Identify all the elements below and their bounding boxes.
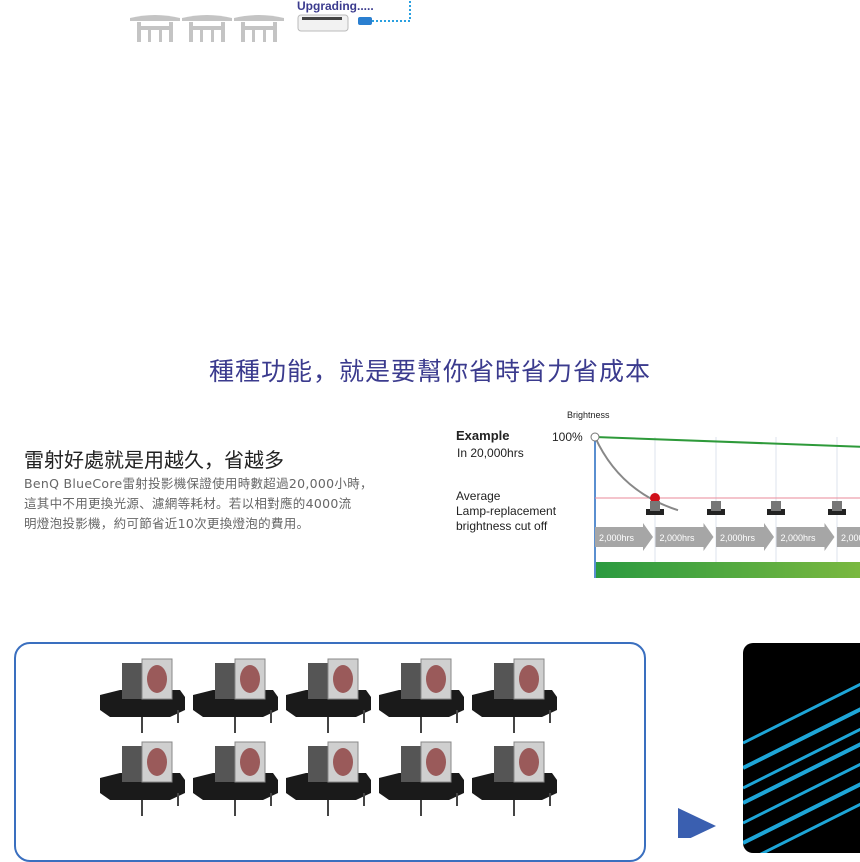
lamp-bulb	[426, 748, 446, 776]
laser-series-line	[594, 436, 860, 448]
lamp-base	[707, 509, 725, 515]
start-point	[590, 432, 600, 442]
interval-arrow	[837, 527, 860, 547]
lamp-module-icon	[286, 658, 371, 733]
projector-icon	[297, 14, 349, 32]
lamp-bracket	[494, 746, 516, 782]
interval-label: 2,000hrs	[599, 533, 635, 543]
upgrading-status: Upgrading.....	[297, 0, 374, 13]
lamp-bulb	[240, 665, 260, 693]
lamp-bracket	[401, 663, 423, 699]
lamp-bracket	[494, 663, 516, 699]
lamp-module-icon	[100, 741, 185, 816]
lamp-body	[832, 501, 842, 511]
lamp-module-icon	[286, 741, 371, 816]
desk-icon	[130, 15, 180, 42]
body-line: BenQ BlueCore雷射投影機保證使用時數超過20,000小時，	[24, 476, 373, 491]
cable-icon	[358, 0, 411, 25]
chart-title: Example	[456, 428, 510, 443]
cutoff-legend: Average Lamp-replacement brightness cut …	[456, 489, 556, 534]
lamp-base	[646, 509, 664, 515]
body-line: 明燈泡投影機，約可節省近10次更換燈泡的費用。	[24, 516, 310, 531]
lamp-icon	[828, 501, 846, 515]
lamp-module-icon	[379, 658, 464, 733]
lamp-module-icon	[193, 658, 278, 733]
brightness-chart: 2,000hrs 2,000hrs 2,000hrs 2,000hrs 2,000hrs	[590, 432, 860, 578]
lamp-bulb	[519, 665, 539, 693]
top-illustration	[130, 0, 411, 42]
runtime-bar	[595, 562, 860, 578]
lamp-body	[650, 501, 660, 511]
lamp-bracket	[308, 746, 330, 782]
interval-label: 2,000hrs	[660, 533, 696, 543]
lamp-series-line	[594, 436, 679, 512]
section-title: 雷射好處就是用越久，省越多	[24, 448, 284, 472]
lamp-bracket	[308, 663, 330, 699]
lamp-bracket	[122, 663, 144, 699]
lamp-bracket	[401, 746, 423, 782]
lamp-icon	[767, 501, 785, 515]
lamp-bulb	[519, 748, 539, 776]
cutoff-point	[650, 493, 660, 503]
interval-arrow	[595, 523, 653, 551]
interval-label: 2,000hrs	[720, 533, 756, 543]
lamp-bracket	[215, 746, 237, 782]
lamp-bulb	[333, 748, 353, 776]
lamp-bulb	[240, 748, 260, 776]
cutoff-label-line: Lamp-replacement	[456, 504, 557, 518]
arrow-right-icon	[678, 808, 716, 838]
lamp-module-icon	[193, 741, 278, 816]
lamp-icon	[707, 501, 725, 515]
desk-icon	[234, 15, 284, 42]
lamp-module-icon	[472, 741, 557, 816]
lamp-icon	[646, 501, 664, 515]
interval-arrow	[716, 523, 774, 551]
desk-icon	[182, 15, 232, 42]
laser-streak	[743, 682, 860, 745]
y-tick-100: 100%	[552, 430, 583, 444]
lamp-base	[828, 509, 846, 515]
main-heading: 種種功能，就是要幫你省時省力省成本	[208, 357, 651, 386]
interval-label: 2,000hrs	[781, 533, 817, 543]
lamp-bracket	[122, 746, 144, 782]
laser-streak	[759, 802, 860, 853]
desk-icons	[130, 15, 284, 42]
laser-light-image	[743, 643, 860, 853]
lamp-module-icon	[472, 658, 557, 733]
lamp-bulb	[147, 665, 167, 693]
lamp-module-icon	[100, 658, 185, 733]
lamp-body	[771, 501, 781, 511]
chart-subtitle: In 20,000hrs	[457, 446, 524, 460]
lamp-grid	[100, 658, 557, 816]
lamp-bulb	[426, 665, 446, 693]
lamp-body	[711, 501, 721, 511]
body-line: 這其中不用更換光源、濾網等耗材。若以相對應的4000流	[24, 496, 352, 511]
cutoff-label-line: Average	[456, 489, 501, 503]
interval-arrow	[655, 523, 714, 551]
lamp-bulb	[147, 748, 167, 776]
section-body: BenQ BlueCore雷射投影機保證使用時數超過20,000小時， 這其中不…	[24, 474, 424, 534]
lamp-bulb	[333, 665, 353, 693]
interval-label: 2,000hrs	[841, 533, 860, 543]
cutoff-label-line: brightness cut off	[456, 519, 548, 533]
lamp-base	[767, 509, 785, 515]
lamp-module-icon	[379, 741, 464, 816]
interval-arrow	[776, 523, 835, 551]
y-axis-label: Brightness	[567, 410, 610, 420]
lamp-bracket	[215, 663, 237, 699]
